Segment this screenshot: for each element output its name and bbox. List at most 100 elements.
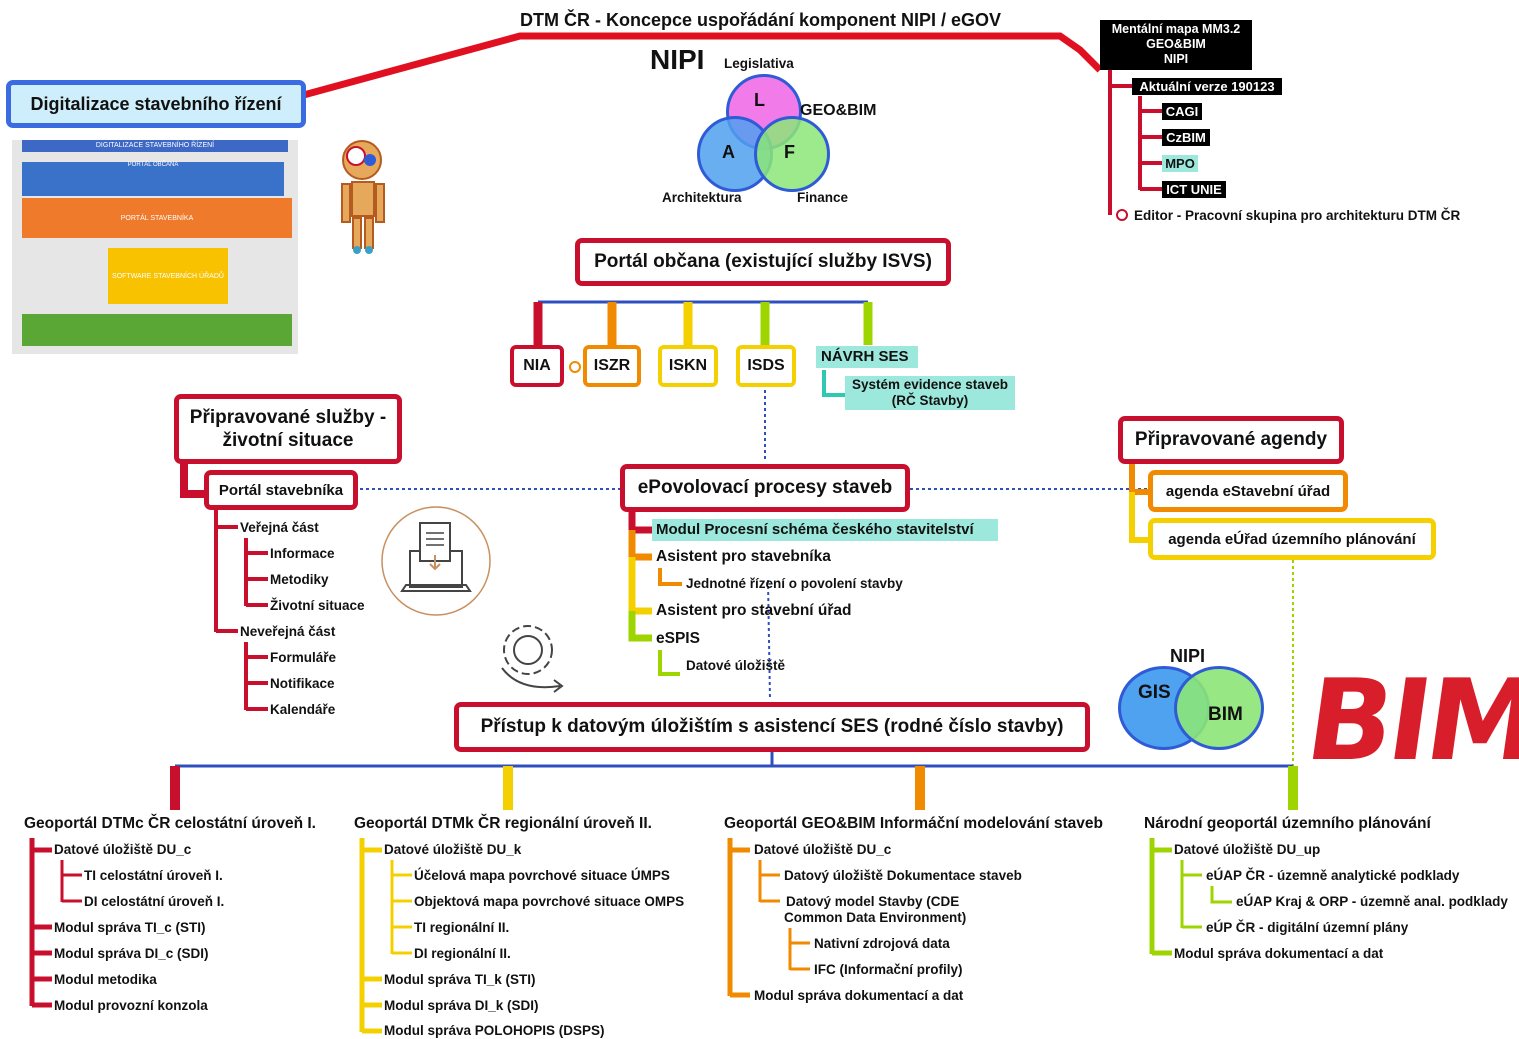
espis: eSPIS bbox=[656, 630, 700, 647]
geoportal-item: Modul správa DI_k (SDI) bbox=[384, 998, 539, 1013]
geoportal-title: Geoportál DTMc ČR celostátní úroveň I. bbox=[24, 815, 316, 832]
geoportal-item: Datové úložiště DU_up bbox=[1174, 842, 1321, 857]
pripravovane-sluzby-line: životní situace bbox=[222, 430, 354, 451]
pripravovane-agendy-box: Připravované agendy bbox=[1118, 416, 1344, 464]
geoportal-item: eÚP ČR - digitální územní plány bbox=[1206, 920, 1409, 935]
geoportal-item: Nativní zdrojová data bbox=[814, 936, 950, 951]
thumbnail-image: DIGITALIZACE STAVEBNÍHO ŘÍZENÍ PORTÁL OB… bbox=[12, 140, 298, 354]
pristup-box: Přístup k datovým úložištím s asistencí … bbox=[454, 702, 1090, 752]
gear-cycle-icon bbox=[501, 625, 564, 693]
geoportal-item: Objektová mapa povrchové situace OMPS bbox=[414, 894, 685, 909]
mindmap-header-line: Mentální mapa MM3.2 bbox=[1111, 22, 1241, 36]
link-icon bbox=[569, 361, 581, 373]
venn-circle-f bbox=[754, 116, 830, 192]
mindmap-version: Aktuální verze 190123 bbox=[1132, 78, 1282, 95]
geoportal-item: Účelová mapa povrchové situace ÚMPS bbox=[414, 868, 670, 883]
geoportal-title: Národní geoportál územního plánování bbox=[1144, 815, 1431, 832]
geoportal-item: Modul metodika bbox=[54, 972, 157, 987]
geoportal-item: Modul provozní konzola bbox=[54, 998, 208, 1013]
geoportal-item: eÚAP Kraj & ORP - územně anal. podklady bbox=[1236, 894, 1508, 909]
digitalizace-box: Digitalizace stavebního řízení bbox=[6, 80, 306, 128]
pripravovane-sluzby-box: Připravované služby - životní situace bbox=[174, 394, 402, 464]
verejna-item: Metodiky bbox=[270, 572, 329, 587]
ses-detail-line: (RČ Stavby) bbox=[891, 393, 969, 408]
mindmap-item-mpo: MPO bbox=[1162, 155, 1198, 172]
geoportal-item: IFC (Informační profily) bbox=[814, 962, 963, 977]
neverejna-item: Notifikace bbox=[270, 676, 335, 691]
venn-bim: BIM bbox=[1208, 704, 1243, 725]
navrh-ses: NÁVRH SES bbox=[816, 346, 918, 368]
geoportal-item: Datový úložiště Dokumentace staveb bbox=[784, 868, 1022, 883]
mindmap-header: Mentální mapa MM3.2 GEO&BIM NIPI bbox=[1100, 20, 1252, 70]
venn-gis: GIS bbox=[1138, 682, 1171, 703]
thumb-green-row bbox=[22, 314, 292, 346]
neverejna-item: Formuláře bbox=[270, 650, 337, 665]
geoportal-item: Modul správa dokumentací a dat bbox=[754, 988, 964, 1003]
service-nia: NIA bbox=[510, 345, 564, 387]
geoportal-item: Datové úložiště DU_k bbox=[384, 842, 522, 857]
laptop-document-icon bbox=[381, 506, 491, 616]
bim-handwritten-logo: BIM bbox=[1298, 656, 1519, 786]
verejna-item: Informace bbox=[270, 546, 335, 561]
play-icon bbox=[1116, 209, 1128, 221]
thumb-portal-stavebnika: PORTÁL STAVEBNÍKA bbox=[22, 198, 292, 238]
thumb-software: SOFTWARE STAVEBNÍCH ÚŘADŮ bbox=[108, 248, 228, 304]
geoportal-title: Geoportál GEO&BIM Informáční modelování … bbox=[724, 815, 1103, 832]
geoportal-item: Modul správa DI_c (SDI) bbox=[54, 946, 209, 961]
mindmap-header-line: GEO&BIM bbox=[1146, 37, 1206, 51]
venn-l: L bbox=[754, 90, 765, 110]
geoportal-item: Modul správa TI_k (STI) bbox=[384, 972, 536, 987]
verejna-item: Životní situace bbox=[270, 598, 365, 613]
portal-obcana-box: Portál občana (existující služby ISVS) bbox=[575, 238, 951, 286]
neverejna-item: Kalendáře bbox=[270, 702, 336, 717]
geoportal-item: Modul správa TI_c (STI) bbox=[54, 920, 206, 935]
venn-f: F bbox=[784, 142, 795, 162]
asistent-stavebnika: Asistent pro stavebníka bbox=[656, 548, 831, 565]
geoportal-item: DI regionální II. bbox=[414, 946, 511, 961]
mindmap-item-czbim: CzBIM bbox=[1162, 129, 1210, 146]
ses-detail-line: Systém evidence staveb bbox=[851, 377, 1009, 392]
geoportal-item: Datové úložiště DU_c bbox=[54, 842, 192, 857]
mindmap-item-ict-unie: ICT UNIE bbox=[1162, 181, 1226, 198]
epovolovaci-box: ePovolovací procesy staveb bbox=[620, 464, 910, 512]
venn-nipi-label: NIPI bbox=[650, 44, 705, 75]
geoportal-title: Geoportál DTMk ČR regionální úroveň II. bbox=[354, 815, 652, 832]
mascot-figure bbox=[341, 140, 385, 254]
pripravovane-sluzby-line: Připravované služby - bbox=[189, 407, 387, 428]
venn-a: A bbox=[722, 142, 735, 162]
geoportal-item: Datové úložiště DU_c bbox=[754, 842, 892, 857]
geoportal-item: Datový model Stavby (CDE bbox=[786, 894, 960, 909]
service-isds: ISDS bbox=[736, 345, 796, 387]
agenda-euraad-up: agenda eÚřad územního plánování bbox=[1148, 518, 1436, 560]
portal-stavebnika-box: Portál stavebníka bbox=[204, 470, 358, 510]
venn-legislativa-label: Legislativa bbox=[724, 56, 794, 71]
venn-bottom-nipi: NIPI bbox=[1170, 646, 1206, 666]
venn-geobim-label: GEO&BIM bbox=[800, 102, 877, 119]
mindmap-editor: Editor - Pracovní skupina pro architektu… bbox=[1134, 208, 1461, 223]
ses-detail: Systém evidence staveb (RČ Stavby) bbox=[845, 376, 1015, 410]
agenda-estavebni-urad: agenda eStavební úřad bbox=[1148, 470, 1348, 512]
modul-procesni-schema: Modul Procesní schéma českého stavitelst… bbox=[652, 519, 998, 541]
geoportal-item: Modul správa dokumentací a dat bbox=[1174, 946, 1384, 961]
mindmap-header-line: NIPI bbox=[1163, 52, 1189, 66]
venn-finance-label: Finance bbox=[797, 190, 849, 205]
thumb-header: DIGITALIZACE STAVEBNÍHO ŘÍZENÍ bbox=[22, 140, 288, 152]
diagram-title: DTM ČR - Koncepce uspořádání komponent N… bbox=[520, 10, 1002, 30]
asistent-urad: Asistent pro stavební úřad bbox=[656, 602, 852, 619]
mindmap-item-cagi: CAGI bbox=[1162, 103, 1202, 120]
neverejna-cast: Neveřejná část bbox=[240, 624, 336, 639]
jednotne-rizeni: Jednotné řízení o povolení stavby bbox=[686, 576, 903, 591]
geoportal-item: Modul správa POLOHOPIS (DSPS) bbox=[384, 1023, 605, 1038]
geoportal-item: Common Data Environment) bbox=[784, 910, 967, 925]
service-iszr: ISZR bbox=[583, 345, 641, 387]
verejna-cast: Veřejná část bbox=[240, 520, 319, 535]
venn-architektura-label: Architektura bbox=[662, 190, 742, 205]
geoportal-item: TI regionální II. bbox=[414, 920, 510, 935]
geoportal-item: eÚAP ČR - územně analytické podklady bbox=[1206, 868, 1460, 883]
datove-uloziste: Datové úložiště bbox=[686, 658, 786, 673]
venn-circle-bim bbox=[1174, 666, 1264, 750]
service-iskn: ISKN bbox=[658, 345, 718, 387]
geoportal-item: TI celostátní úroveň I. bbox=[84, 868, 223, 883]
geoportal-item: DI celostátní úroveň I. bbox=[84, 894, 225, 909]
